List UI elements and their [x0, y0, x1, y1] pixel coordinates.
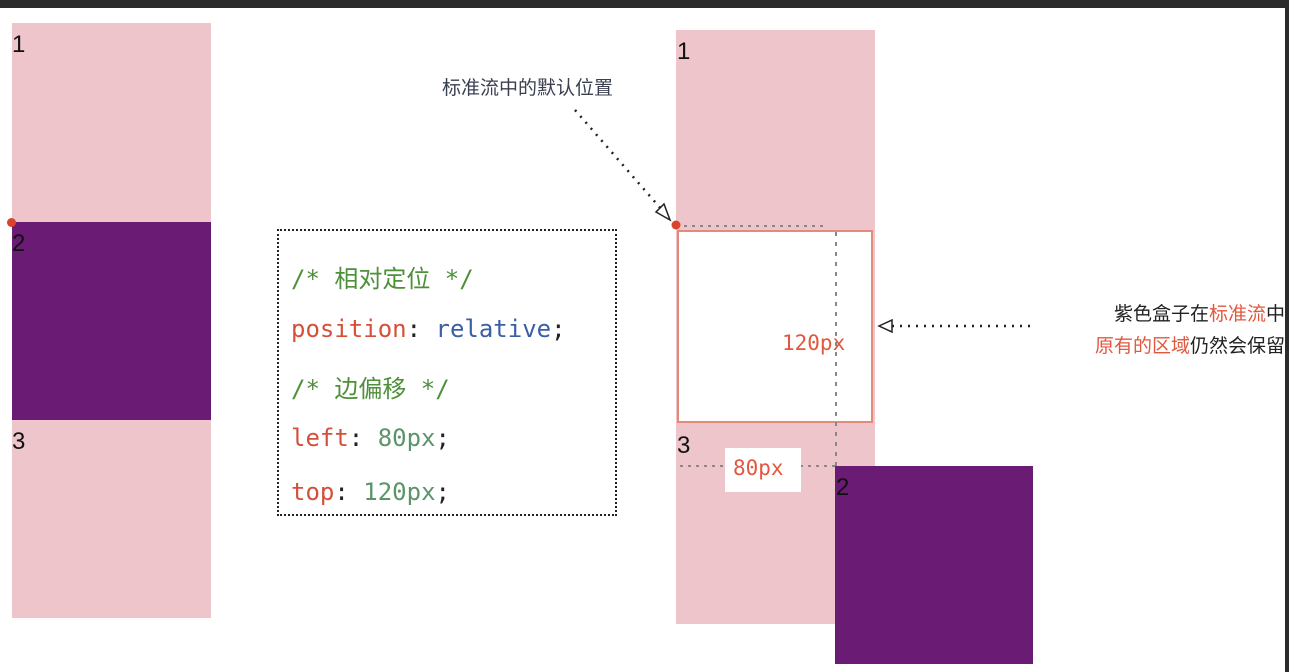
box-number: 1 [12, 31, 26, 58]
original-position-box [677, 230, 873, 423]
box-number: 1 [677, 38, 691, 65]
left-box-3: 3 [12, 420, 211, 618]
retained-area-note: 紫色盒子在标准流中 原有的区域仍然会保留 [1094, 303, 1285, 357]
code-line-left: left: 80px; [291, 424, 450, 452]
box-number: 2 [12, 230, 26, 257]
css-code-box: /* 相对定位 */ position: relative; /* 边偏移 */… [277, 229, 617, 516]
left-box-1: 1 [12, 23, 211, 222]
code-line-position: position: relative; [291, 315, 566, 343]
code-line-top: top: 120px; [291, 478, 450, 506]
origin-dot [7, 218, 16, 227]
origin-dot [671, 220, 681, 230]
code-comment: /* 相对定位 */ [291, 265, 474, 293]
box-number: 2 [836, 474, 850, 501]
arrow-head-icon [877, 318, 893, 334]
box-number: 3 [12, 428, 26, 455]
left-box-2: 2 [12, 222, 211, 420]
offset-purple-box: 2 [835, 466, 1033, 664]
arrow-head-icon [654, 202, 672, 222]
top-offset-label: 120px [782, 331, 846, 355]
box-number: 3 [677, 432, 691, 459]
default-position-label: 标准流中的默认位置 [442, 77, 614, 99]
left-offset-label: 80px [733, 456, 784, 480]
window-top-bar [0, 0, 1289, 8]
window-right-edge [1285, 0, 1289, 672]
code-comment: /* 边偏移 */ [291, 375, 450, 403]
left-offset-label-bg [725, 448, 801, 492]
